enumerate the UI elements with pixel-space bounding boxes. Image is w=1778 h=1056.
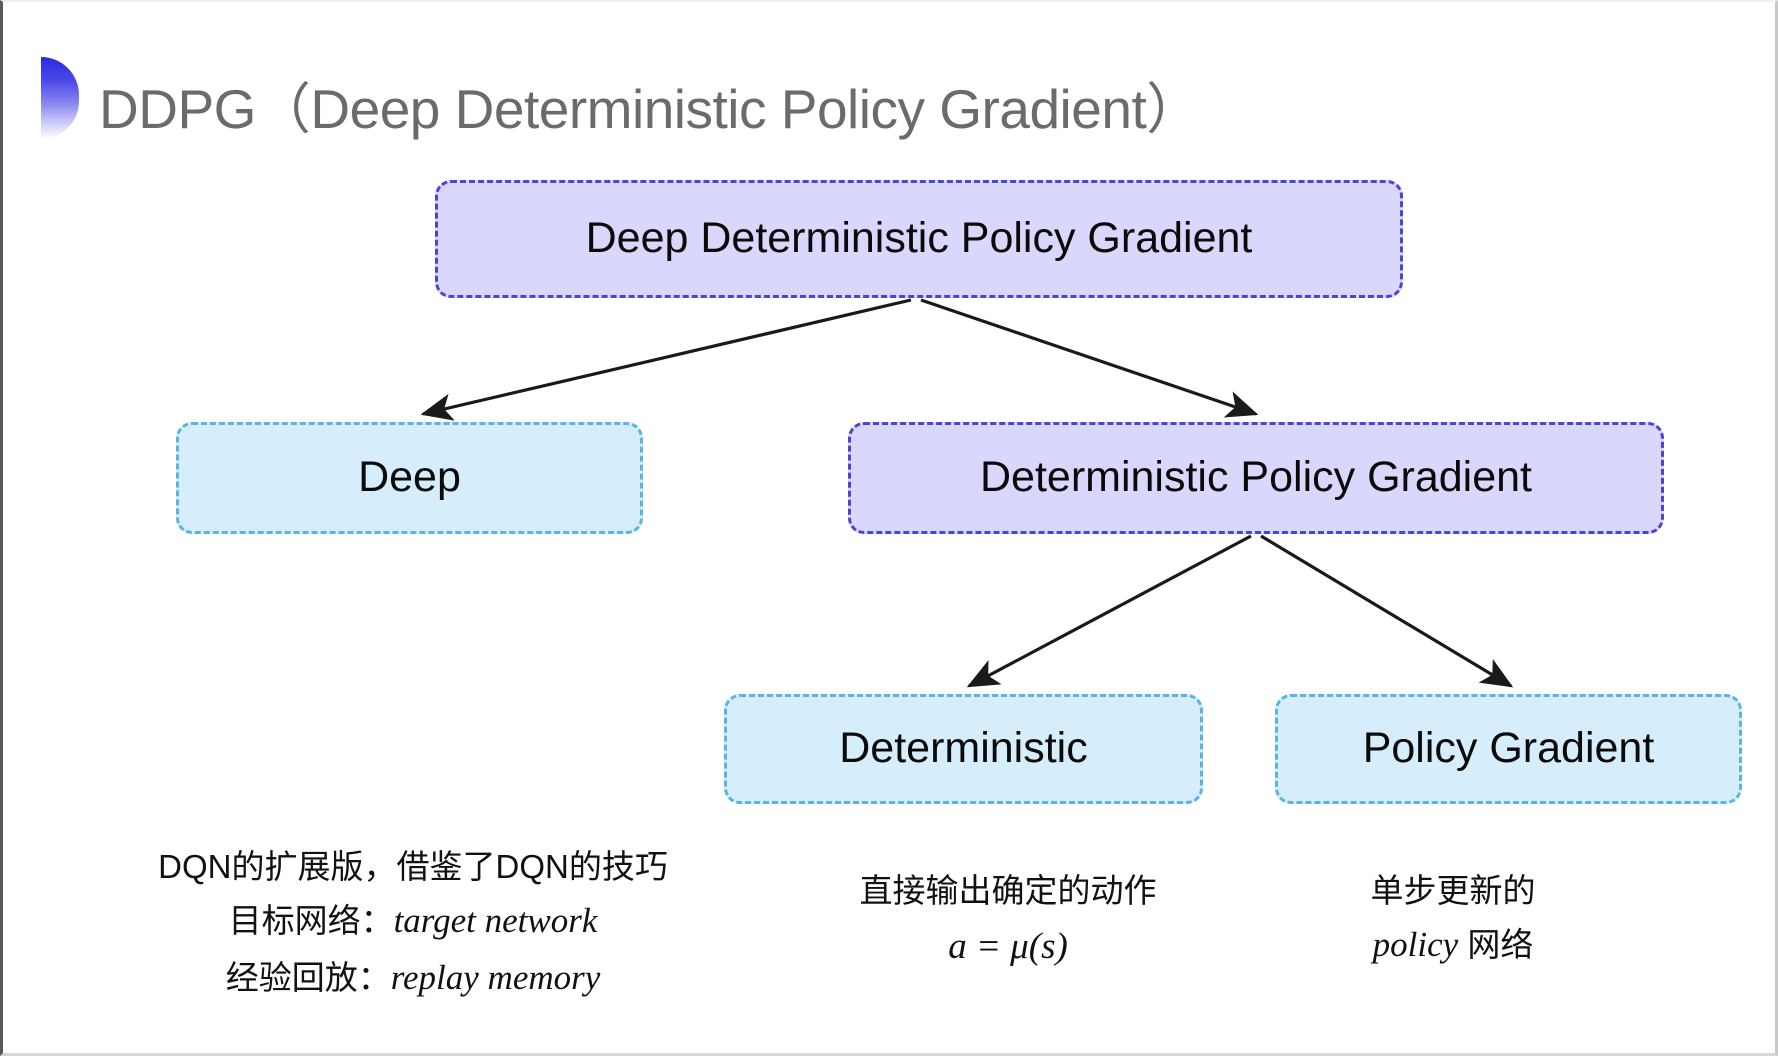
- caption-deterministic: 直接输出确定的动作 a = μ(s): [703, 864, 1313, 977]
- caption-policy-gradient-line1: 单步更新的: [1370, 872, 1536, 909]
- caption-policy-gradient-line2: policy 网络: [1243, 917, 1663, 974]
- caption-deep-line3-term: replay memory: [390, 958, 601, 998]
- node-deep-deterministic-policy-gradient[interactable]: Deep Deterministic Policy Gradient: [435, 180, 1403, 298]
- caption-deterministic-formula: a = μ(s): [948, 926, 1068, 968]
- page-title: DDPG（Deep Deterministic Policy Gradient）: [99, 78, 1201, 140]
- node-deep[interactable]: Deep: [176, 422, 643, 534]
- caption-deep-line3: 经验回放：replay memory: [153, 950, 673, 1007]
- node-policy-gradient[interactable]: Policy Gradient: [1275, 694, 1742, 804]
- caption-deep-line3-label: 经验回放：: [225, 959, 391, 997]
- title-decor-semicircle: [41, 57, 79, 139]
- caption-policy-gradient-suffix: 网络: [1458, 926, 1534, 964]
- edge-root-to-deep: [420, 298, 912, 421]
- caption-deep-line2: 目标网络：target network: [153, 893, 673, 950]
- caption-policy-gradient: 单步更新的 policy 网络: [1243, 864, 1663, 974]
- node-deterministic-policy-gradient[interactable]: Deterministic Policy Gradient: [848, 422, 1664, 534]
- edge-dpg-to-pg: [1260, 534, 1514, 688]
- caption-deep-line1: DQN的扩展版，借鉴了DQN的技巧: [158, 848, 668, 885]
- edge-root-to-dpg: [920, 298, 1259, 418]
- caption-deep-line2-term: target network: [393, 901, 598, 941]
- caption-deep: DQN的扩展版，借鉴了DQN的技巧 目标网络：target network 经验…: [153, 840, 673, 1007]
- caption-deep-line2-label: 目标网络：: [228, 902, 394, 940]
- caption-deterministic-line1: 直接输出确定的动作: [859, 872, 1157, 909]
- caption-policy-gradient-term: policy: [1372, 925, 1459, 965]
- edge-dpg-to-det: [966, 534, 1252, 688]
- node-deterministic[interactable]: Deterministic: [724, 694, 1203, 804]
